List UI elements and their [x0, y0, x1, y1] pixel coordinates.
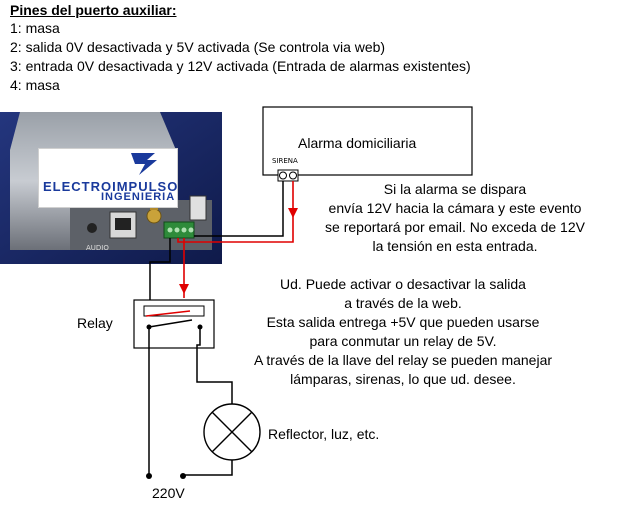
siren-terminals	[277, 169, 299, 182]
dc-power-icon	[189, 195, 207, 221]
company-logo: ELECTROIMPULSO INGENIERIA	[38, 148, 178, 208]
relay-coil-wire	[145, 310, 191, 317]
output-note-line-3: Esta salida entrega +5V que pueden usars…	[266, 314, 540, 330]
pin-line-2: 2: salida 0V desactivada y 5V activada (…	[10, 39, 386, 55]
audio-label: AUDIO	[86, 244, 109, 252]
output-note-line-5: A través de la llave del relay se pueden…	[253, 352, 553, 368]
lamp-label: Reflector, luz, etc.	[268, 426, 380, 442]
siren-label: SIRENA	[272, 157, 298, 165]
output-note-line-6: lámparas, sirenas, lo que ud. desee.	[290, 371, 516, 387]
alarm-box	[262, 106, 473, 176]
output-signal-arrow-icon	[179, 284, 189, 294]
lamp-icon	[203, 403, 261, 461]
logo-mark-icon	[131, 153, 157, 175]
alarm-note-line-4: la tensión en esta entrada.	[372, 238, 538, 254]
alarm-note-line-1: Si la alarma se dispara	[383, 181, 527, 197]
output-note-line-2: a través de la web.	[344, 295, 462, 311]
ethernet-socket	[115, 218, 131, 230]
output-note-line-1: Ud. Puede activar o desactivar la salida	[280, 276, 526, 292]
pin-line-1: 1: masa	[10, 20, 60, 36]
alarm-signal-arrow-icon	[288, 208, 298, 218]
relay-ground-wire	[149, 238, 171, 310]
pin-line-3: 3: entrada 0V desactivada y 12V activada…	[10, 58, 471, 74]
alarm-title: Alarma domiciliaria	[298, 135, 417, 151]
alarm-ground-wire	[194, 181, 284, 237]
lamp-wire-bottom	[183, 460, 233, 476]
pins-title: Pines del puerto auxiliar:	[10, 2, 177, 18]
alarm-note-line-2: envía 12V hacia la cámara y este evento	[328, 200, 582, 216]
camera-terminal-block	[163, 221, 195, 239]
supply-terminal-right	[180, 473, 186, 479]
relay-switch-icon	[148, 319, 193, 328]
relay-coil	[143, 305, 205, 317]
supply-terminal-left	[146, 473, 152, 479]
logo-name: ELECTROIMPULSO	[43, 179, 179, 194]
antenna-connector	[146, 208, 162, 224]
audio-jack	[87, 223, 97, 233]
logo-subtitle: INGENIERIA	[101, 191, 176, 203]
supply-label: 220V	[152, 485, 185, 501]
relay-label: Relay	[77, 315, 113, 331]
pin-line-4: 4: masa	[10, 77, 60, 93]
alarm-note-line-3: se reportará por email. No exceda de 12V	[325, 219, 585, 235]
output-note-line-4: para conmutar un relay de 5V.	[309, 333, 497, 349]
lamp-wire-top	[196, 327, 233, 404]
